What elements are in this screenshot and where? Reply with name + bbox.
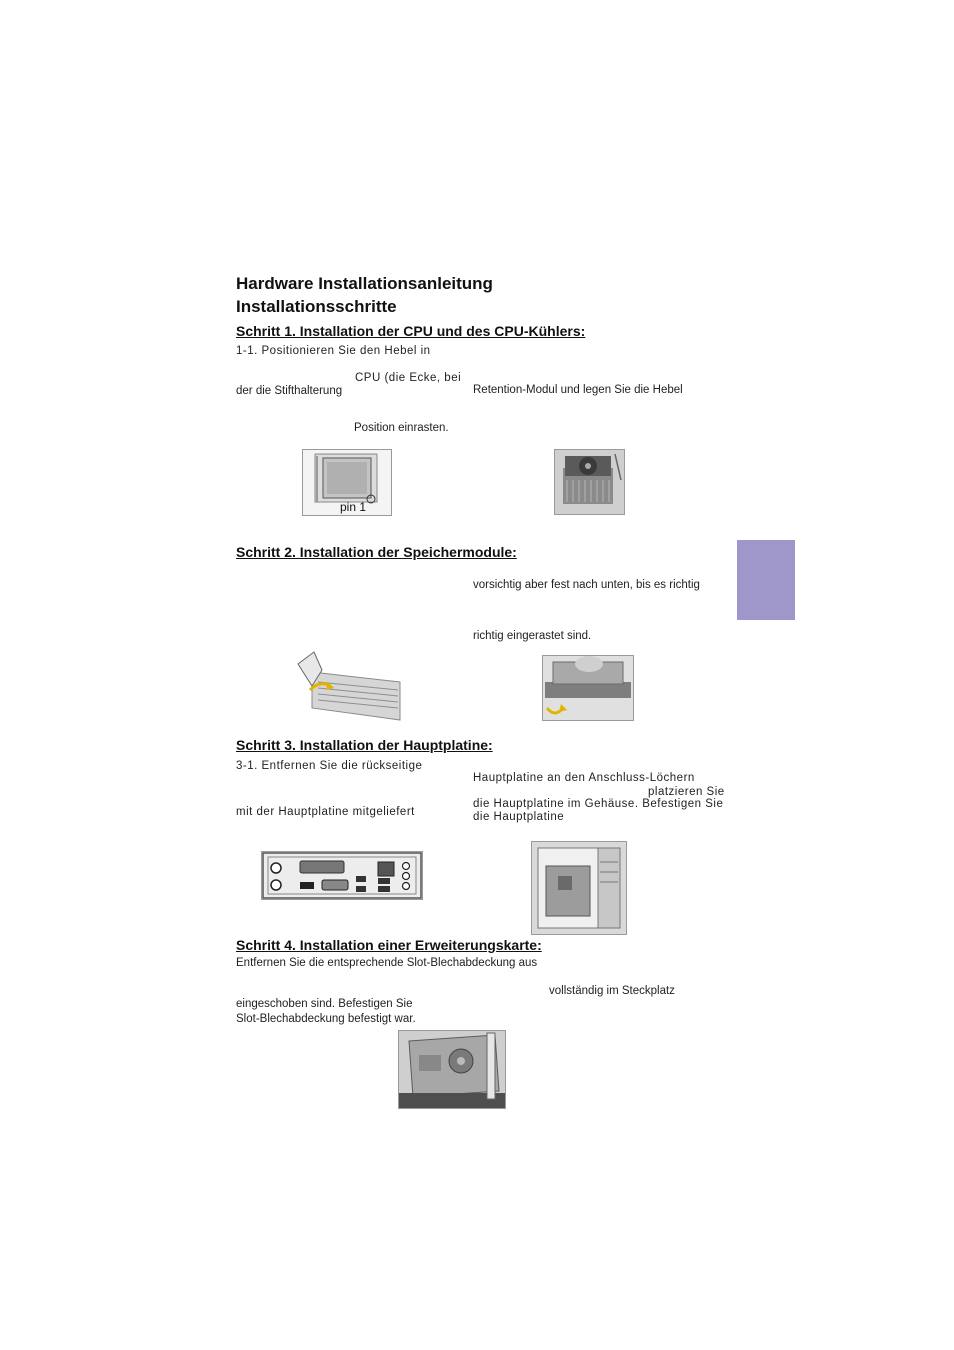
memory-slot-illustration [297, 651, 401, 721]
case-mainboard-figure [531, 841, 627, 935]
memory-insert-figure [542, 655, 634, 721]
expansion-card-figure [398, 1030, 506, 1109]
step1-heading: Schritt 1. Installation der CPU und des … [236, 323, 586, 339]
step3-fragment-case: die Hauptplatine im Gehäuse. Befestigen … [473, 798, 724, 810]
expansion-card-illustration [399, 1031, 505, 1108]
io-shield-figure [261, 851, 423, 900]
memory-insert-illustration [543, 656, 633, 720]
step3-fragment-place: platzieren Sie [648, 786, 725, 798]
cpu-socket-illustration [314, 453, 378, 504]
step1-fragment-cpu: CPU (die Ecke, bei [355, 372, 462, 384]
cpu-cooler-figure [554, 449, 625, 515]
step3-fragment-mainboard: die Hauptplatine [473, 811, 565, 823]
pin1-label: pin 1 [340, 500, 367, 514]
memory-slot-figure [292, 642, 402, 722]
step4-fragment-complete: vollständig im Steckplatz [549, 985, 675, 997]
step4-heading: Schritt 4. Installation einer Erweiterun… [236, 937, 542, 953]
step1-fragment-retention: Retention-Modul und legen Sie die Hebel [473, 384, 683, 396]
step1-fragment-position: Position einrasten. [354, 422, 449, 434]
io-shield-illustration [262, 852, 422, 899]
step2-fragment-engaged: richtig eingerastet sind. [473, 630, 592, 642]
document-title: Hardware Installationsanleitung [236, 274, 493, 293]
cpu-cooler-illustration [555, 450, 624, 514]
step4-fragment-inserted: eingeschoben sind. Befestigen Sie [236, 998, 413, 1010]
step4-fragment-bracket: Slot-Blechabdeckung befestigt war. [236, 1013, 416, 1025]
step1-line1: 1-1. Positionieren Sie den Hebel in [236, 345, 431, 357]
step3-fragment-supplied: mit der Hauptplatine mitgeliefert [236, 806, 415, 818]
step3-fragment-mainboard-holes: Hauptplatine an den Anschluss-Löchern [473, 772, 695, 784]
cpu-socket-figure: pin 1 [302, 449, 392, 516]
step3-heading: Schritt 3. Installation der Hauptplatine… [236, 737, 493, 753]
case-mainboard-illustration [532, 842, 626, 934]
step4-line1: Entfernen Sie die entsprechende Slot-Ble… [236, 957, 538, 969]
chapter-side-tab [737, 540, 795, 620]
step2-fragment-careful: vorsichtig aber fest nach unten, bis es … [473, 579, 700, 591]
step2-heading: Schritt 2. Installation der Speichermodu… [236, 544, 517, 560]
document-subtitle: Installationsschritte [236, 297, 397, 316]
step1-fragment-pin-holder: der die Stifthalterung [236, 385, 343, 397]
step3-line1: 3-1. Entfernen Sie die rückseitige [236, 760, 423, 772]
